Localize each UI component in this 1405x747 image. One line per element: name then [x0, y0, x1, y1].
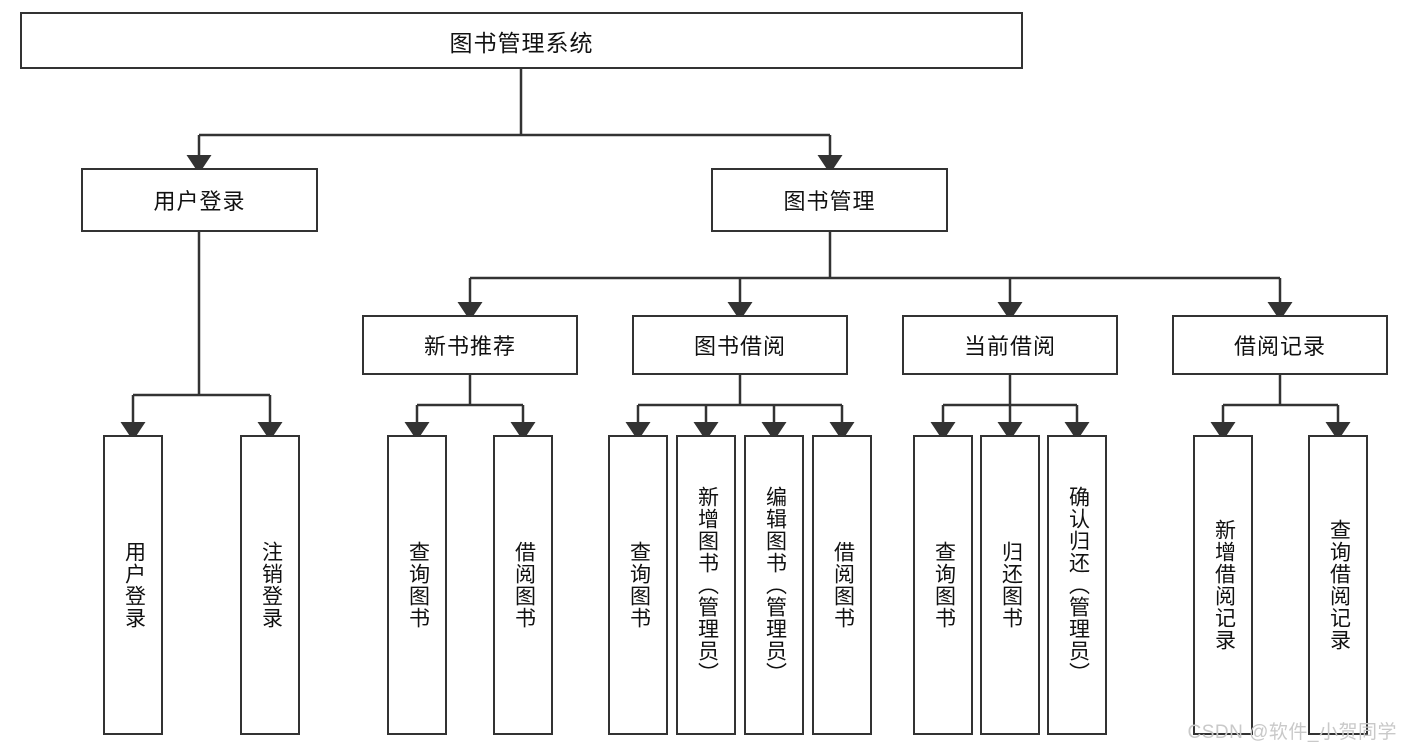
- node-new-book-recommend[interactable]: 新书推荐: [362, 315, 578, 375]
- node-label: 查询图书: [406, 541, 430, 629]
- leaf-borrow-query-book[interactable]: 查询图书: [608, 435, 668, 735]
- node-label: 查询借阅记录: [1327, 519, 1351, 651]
- leaf-borrow-edit-book-admin[interactable]: 编辑图书（管理员）: [744, 435, 804, 735]
- node-borrow-record[interactable]: 借阅记录: [1172, 315, 1388, 375]
- leaf-current-query-book[interactable]: 查询图书: [913, 435, 973, 735]
- node-label: 注销登录: [259, 541, 283, 629]
- node-label: 借阅图书: [831, 541, 855, 629]
- node-book-management[interactable]: 图书管理: [711, 168, 948, 232]
- leaf-current-confirm-return-admin[interactable]: 确认归还（管理员）: [1047, 435, 1107, 735]
- node-label: 新增借阅记录: [1212, 519, 1236, 651]
- node-label: 用户登录: [153, 189, 246, 214]
- node-label: 确认归还（管理员）: [1066, 486, 1090, 684]
- leaf-record-add-record[interactable]: 新增借阅记录: [1193, 435, 1253, 735]
- node-label: 图书管理系统: [449, 29, 594, 56]
- node-label: 图书管理: [783, 189, 876, 214]
- node-book-borrow[interactable]: 图书借阅: [632, 315, 848, 375]
- leaf-borrow-add-book-admin[interactable]: 新增图书（管理员）: [676, 435, 736, 735]
- leaf-borrow-borrow-book[interactable]: 借阅图书: [812, 435, 872, 735]
- node-label: 当前借阅: [963, 334, 1056, 359]
- node-label: 新书推荐: [423, 334, 516, 359]
- node-current-borrow[interactable]: 当前借阅: [902, 315, 1118, 375]
- node-label: 查询图书: [932, 541, 956, 629]
- node-label: 归还图书: [999, 541, 1023, 629]
- node-label: 借阅记录: [1233, 334, 1326, 359]
- node-label: 新增图书（管理员）: [695, 486, 719, 684]
- node-label: 图书借阅: [693, 334, 786, 359]
- node-label: 用户登录: [122, 541, 146, 629]
- leaf-new-book-borrow[interactable]: 借阅图书: [493, 435, 553, 735]
- watermark: CSDN @软件_小贺同学: [1187, 722, 1397, 743]
- leaf-current-return-book[interactable]: 归还图书: [980, 435, 1040, 735]
- leaf-record-query-record[interactable]: 查询借阅记录: [1308, 435, 1368, 735]
- node-label: 查询图书: [627, 541, 651, 629]
- node-user-login[interactable]: 用户登录: [81, 168, 318, 232]
- node-label: 编辑图书（管理员）: [763, 486, 787, 684]
- leaf-user-login-login[interactable]: 用户登录: [103, 435, 163, 735]
- node-label: 借阅图书: [512, 541, 536, 629]
- leaf-user-login-logout[interactable]: 注销登录: [240, 435, 300, 735]
- leaf-new-book-query[interactable]: 查询图书: [387, 435, 447, 735]
- node-root-book-management-system[interactable]: 图书管理系统: [20, 12, 1023, 69]
